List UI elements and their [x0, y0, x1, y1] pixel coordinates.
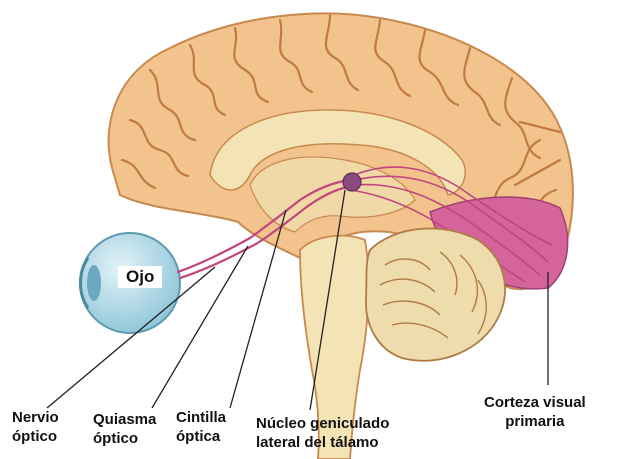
- iris: [87, 265, 101, 301]
- optic-tract-label-line1: Cintilla: [176, 409, 227, 426]
- optic-nerve-label-line1: Nervio: [12, 409, 59, 426]
- visual-cortex-label-line1: Corteza visual: [484, 394, 586, 411]
- leader-lines: [46, 189, 549, 411]
- brainstem: [299, 234, 370, 459]
- visual-cortex-label-line2: primaria: [505, 413, 565, 430]
- lgn-label: Núcleo geniculado lateral del tálamo: [256, 414, 389, 452]
- lgn-label-line2: lateral del tálamo: [256, 434, 379, 451]
- optic-nerve-label: Nervio óptico: [12, 408, 59, 446]
- optic-chiasm-label: Quiasma óptico: [93, 410, 156, 448]
- thalamus-region: [249, 156, 416, 233]
- lgn-label-line1: Núcleo geniculado: [256, 415, 390, 432]
- cortical-sulci: [120, 13, 562, 222]
- optic-tract-label: Cintilla óptica: [176, 408, 226, 446]
- optic-chiasm-label-line2: óptico: [93, 430, 138, 447]
- corpus-callosum: [209, 109, 466, 196]
- optic-tract-label-line2: óptica: [176, 428, 221, 445]
- cornea: [79, 257, 90, 309]
- optic-chiasm-label-line1: Quiasma: [93, 411, 157, 428]
- visual-cortex-label: Corteza visual primaria: [484, 393, 586, 431]
- eye-label: Ojo: [118, 266, 163, 288]
- optic-pathway: [176, 178, 354, 280]
- lateral-geniculate-nucleus: [342, 172, 362, 192]
- cerebellar-folia: [379, 251, 487, 339]
- cerebellum: [365, 227, 506, 362]
- optic-nerve-label-line2: óptico: [12, 428, 57, 445]
